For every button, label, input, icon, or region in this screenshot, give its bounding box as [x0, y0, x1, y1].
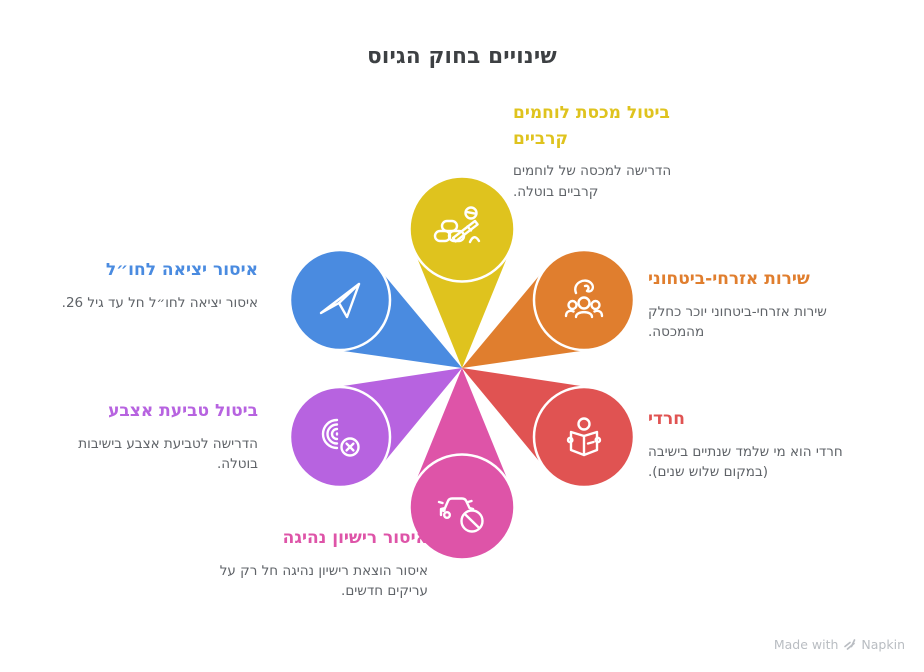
label-haredi: חרדי חרדי הוא מי שלמד שנתיים בישיבה (במק… — [648, 407, 853, 483]
label-combat-quota: ביטול מכסת לוחמים קרביים הדרישה למכסה של… — [513, 101, 698, 203]
label-civil-service: שירות אזרחי-ביטחוני שירות אזרחי-ביטחוני … — [648, 267, 848, 343]
label-driving-ban: איסור רישיון נהיגה איסור הוצאת רישיון נה… — [218, 526, 428, 602]
label-travel-ban: איסור יציאה לחו״ל איסור יציאה לחו״ל חל ע… — [23, 258, 258, 313]
community-hand-icon — [564, 279, 604, 319]
page-title: שינויים בחוק הגיוס — [367, 44, 557, 69]
petal-circle-fingerprint — [288, 385, 392, 489]
made-with-text: Made with — [773, 637, 839, 652]
airplane-icon — [319, 282, 361, 319]
petal-cone-driving-ban — [413, 368, 511, 488]
petal-heading: שירות אזרחי-ביטחוני — [648, 269, 810, 289]
petal-heading: איסור רישיון נהיגה — [282, 528, 428, 548]
brand-text: Napkin — [861, 637, 905, 652]
petal-circle-driving-ban — [408, 453, 516, 561]
petal-description: שירות אזרחי-ביטחוני יוכר כחלק מהמכסה. — [648, 303, 827, 341]
petal-circle-civil-service — [532, 248, 636, 352]
petal-description: חרדי הוא מי שלמד שנתיים בישיבה (במקום של… — [648, 443, 843, 481]
petal-cone-combat-quota — [413, 248, 511, 368]
reading-torah-icon — [566, 417, 602, 457]
petal-heading: ביטול טביעת אצבע — [108, 401, 258, 421]
soldier-sandbags-icon — [433, 206, 481, 244]
label-fingerprint: ביטול טביעת אצבע הדרישה לטביעת אצבע בישי… — [73, 399, 258, 475]
petal-description: הדרישה למכסה של לוחמים קרביים בוטלה. — [513, 163, 672, 200]
napkin-watermark: Made with Napkin — [774, 637, 905, 652]
petal-heading: איסור יציאה לחו״ל — [105, 260, 258, 280]
petal-circle-combat-quota — [408, 175, 516, 283]
petal-description: הדרישה לטביעת אצבע בישיבות בוטלה. — [78, 435, 258, 473]
petal-description: איסור הוצאת רישיון נהיגה חל רק על עריקים… — [219, 562, 428, 600]
petal-heading: ביטול מכסת לוחמים קרביים — [513, 103, 670, 149]
petal-description: איסור יציאה לחו״ל חל עד גיל 26. — [61, 294, 258, 311]
car-ban-icon — [437, 497, 484, 533]
fingerprint-x-icon — [321, 418, 360, 457]
petal-heading: חרדי — [648, 409, 685, 429]
napkin-logo-icon — [844, 639, 856, 650]
